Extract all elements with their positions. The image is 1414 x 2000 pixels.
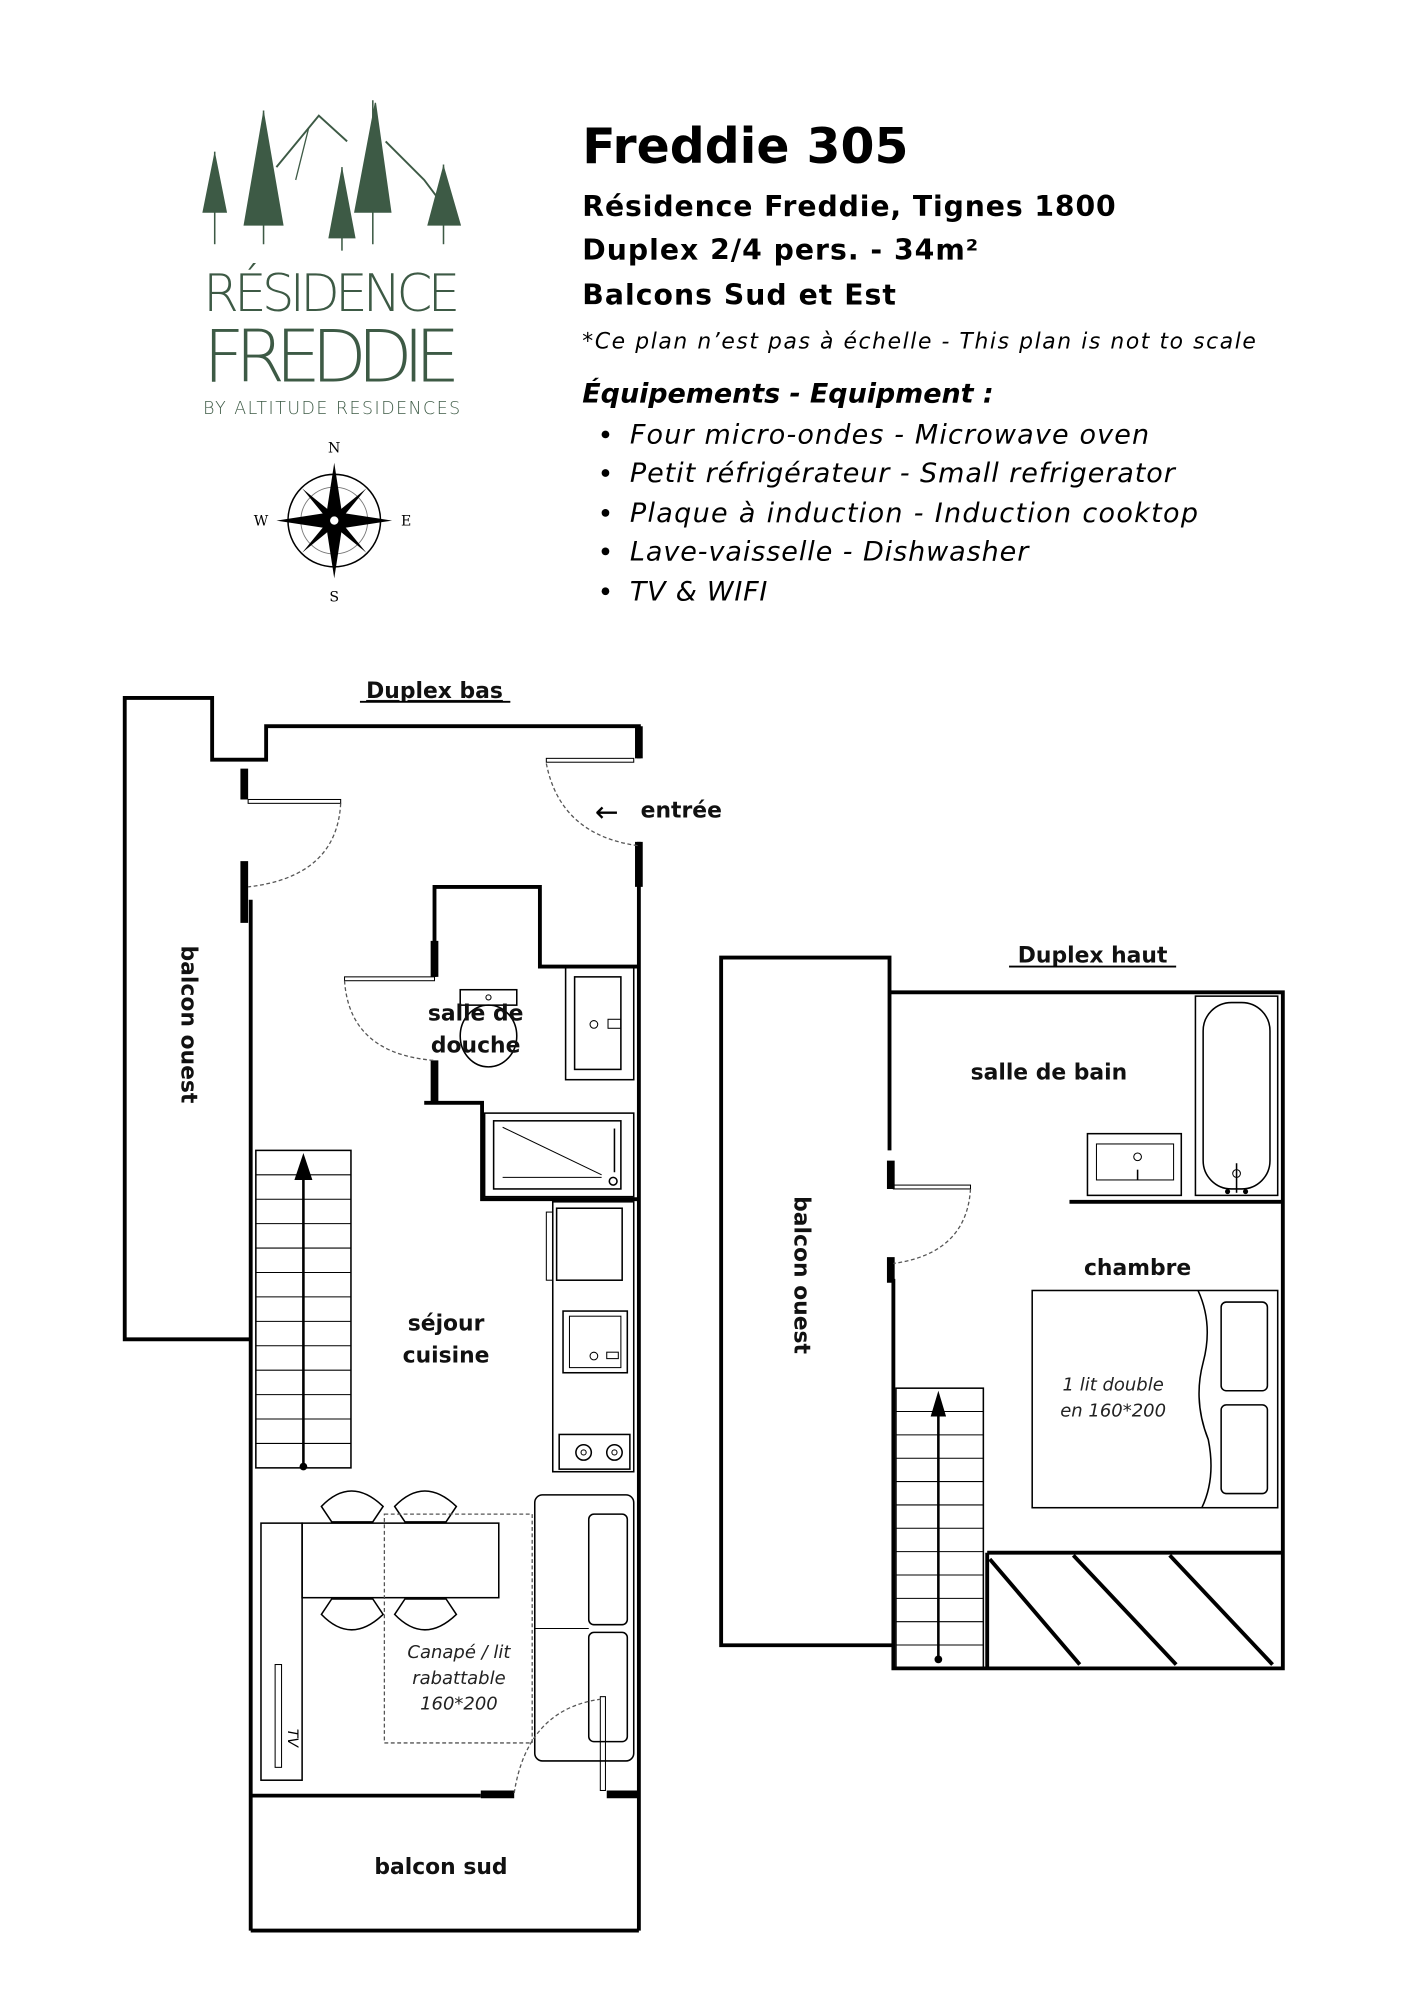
kitchen-counter [545,1201,635,1473]
cooktop-icon [558,1433,631,1470]
staircase-icon [895,1387,985,1670]
tv-icon [274,1664,283,1768]
equipment-item: Four micro-ondes - Microwave oven [630,419,1149,450]
header: Freddie 305 Résidence Freddie, Tignes 18… [582,118,1256,607]
compass-w: W [254,514,269,530]
balcon-ouest-haut-label: balcon ouest [788,1196,813,1354]
room-label-salle-de-douche: douche [431,1034,521,1059]
bullet-icon [601,547,610,556]
toilet-icon [459,988,518,1068]
bullet-icon [601,587,610,596]
bullet-icon [601,469,610,477]
room-label-sejour: séjour [408,1311,485,1336]
void-hatch [985,1550,1283,1669]
compass-s: S [329,590,339,606]
fridge-icon [555,1207,623,1281]
equipment-item: Petit réfrigérateur - Small refrigerator [630,458,1177,489]
compass-n: N [328,440,340,456]
room-label-salle-de-douche: salle de [428,1002,524,1027]
residence-freddie-logo: RÉSIDENCE FREDDIE BY ALTITUDE RESIDENCES [202,100,462,419]
door-leaf [247,798,342,804]
balcon-sud-label: balcon sud [374,1855,507,1880]
subtitle-residence: Résidence Freddie, Tignes 1800 [582,190,1115,223]
compass-e: E [401,514,411,530]
subtitle-balcons: Balcons Sud et Est [582,279,896,312]
scale-note: *Ce plan n’est pas à échelle - This plan… [582,329,1256,354]
entrance-door-leaf [545,757,635,763]
arrow-up-icon [930,1390,947,1417]
sofa-label: Canapé / lit [407,1642,511,1663]
equipment-item: Plaque à induction - Induction cooktop [630,498,1198,529]
sink-icon [564,965,635,1081]
double-bed-icon [1031,1289,1279,1509]
equipment-heading: Équipements - Equipment : [582,377,993,409]
room-label-salle-de-bain: salle de bain [971,1061,1128,1086]
balcon-ouest-label: balcon ouest [175,946,200,1104]
kitchen-sink-icon [562,1310,629,1374]
logo-line1: RÉSIDENCE [203,263,460,324]
bullet-icon [601,508,610,517]
plan-duplex-bas: Duplex bas ← entrée [122,679,722,1933]
plan-duplex-haut: Duplex haut salle de bain chambre [719,944,1285,1671]
trees-mountain-icon [202,100,462,251]
logo-line2: FREDDIE [203,315,460,399]
tv-label: TV [284,1729,300,1749]
chair-icon [320,1490,458,1631]
arrow-left-icon: ← [595,795,619,828]
shower-icon [483,1112,635,1198]
equipment-item: Lave-vaisselle - Dishwasher [630,536,1030,567]
sofa-bed-outline [383,1513,533,1744]
sofa-icon [533,1494,635,1762]
entree-label: entrée [641,798,722,823]
duplex-haut-title: Duplex haut [1018,944,1168,969]
bullet-icon [601,430,610,439]
sink-icon [1086,1132,1183,1197]
page-title: Freddie 305 [582,118,908,175]
sofa-label: rabattable [412,1668,505,1689]
equipment-item: TV & WIFI [630,576,768,607]
tv-unit [260,1522,303,1781]
duplex-bas-title: Duplex bas [366,679,503,704]
room-label-cuisine: cuisine [403,1343,490,1368]
logo-line3: BY ALTITUDE RESIDENCES [203,399,460,419]
bed-label: 1 lit double [1063,1375,1164,1396]
staircase-icon [255,1149,352,1471]
equipment-list: Four micro-ondes - Microwave oven Petit … [601,419,1198,607]
arrow-up-icon [294,1152,313,1180]
room-label-chambre: chambre [1084,1256,1191,1281]
bathtub-icon [1194,995,1279,1197]
sofa-label: 160*200 [420,1694,498,1715]
dining-table [301,1522,500,1599]
compass-rose-icon: N S W E [254,440,412,605]
subtitle-duplex: Duplex 2/4 pers. - 34m² [582,234,978,267]
bed-label: en 160*200 [1060,1400,1166,1421]
balcony-door-leaf [599,1696,606,1792]
